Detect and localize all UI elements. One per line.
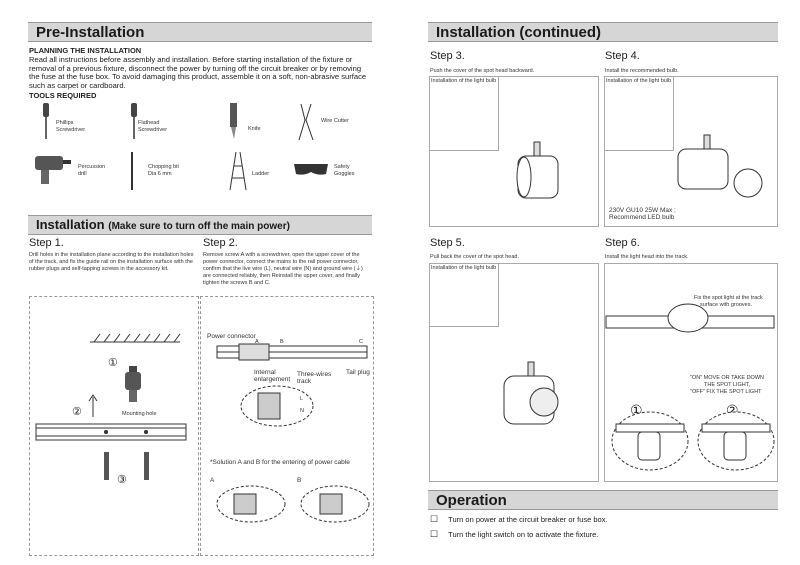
tool-label-knife: Knife xyxy=(248,126,261,132)
planning-text: Read all instructions before assembly an… xyxy=(29,55,367,90)
bulb-note-2: Recommend LED bulb xyxy=(609,214,675,221)
step3-inset-label: Installation of the light bulb xyxy=(431,78,497,84)
operation-title: Operation xyxy=(436,492,507,509)
step6-on-off-1: "ON" MOVE OR TAKE DOWN xyxy=(690,375,764,381)
tools-heading: TOOLS REQUIRED xyxy=(29,91,97,100)
wire-l-label: L xyxy=(300,396,304,402)
mark-2: ② xyxy=(72,406,82,418)
solution-a-label: A xyxy=(210,477,215,484)
step5-text: Pull back the cover of the spot head. xyxy=(430,254,519,260)
wire-n-label: N xyxy=(300,408,304,414)
step5-title: Step 5. xyxy=(430,237,465,249)
installation-subtitle: (Make sure to turn off the main power) xyxy=(108,221,290,232)
step6-note-2: surface with grooves. xyxy=(700,302,752,308)
step5-inset xyxy=(429,263,499,327)
step3-figure xyxy=(429,76,599,227)
installation-continued-header: Installation (continued) xyxy=(428,22,778,42)
drill-icon xyxy=(125,366,141,402)
label-a: A xyxy=(255,339,259,345)
phillips-screwdriver-icon xyxy=(43,103,49,139)
mounting-hole-label: Mounting hole xyxy=(122,411,157,417)
step4-title: Step 4. xyxy=(605,50,640,62)
step4-spotlight xyxy=(677,134,763,198)
tool-label-ladder: Ladder xyxy=(252,171,270,177)
installation-continued-title: Installation (continued) xyxy=(436,24,601,41)
checkbox-icon: ☐ xyxy=(430,529,439,539)
solution-b-label: B xyxy=(297,477,302,484)
ladder-icon xyxy=(229,151,247,191)
screw-icons xyxy=(104,452,149,480)
step6-detail-2 xyxy=(697,411,775,471)
track-rail-2 xyxy=(216,343,368,361)
solution-b-diagram xyxy=(300,485,370,523)
pre-installation-header: Pre-Installation xyxy=(28,22,372,42)
tail-plug-label: Tail plug xyxy=(346,369,370,376)
step3-title: Step 3. xyxy=(430,50,465,62)
operation-item-text: Turn on power at the circuit breaker or … xyxy=(448,515,608,524)
installation-title: Installation xyxy=(36,217,105,232)
step6-on-off-3: "OFF" FIX THE SPOT LIGHT xyxy=(690,389,762,395)
step5-figure xyxy=(429,263,599,482)
step3-spotlight xyxy=(516,141,559,199)
chopping-bit-icon xyxy=(131,152,133,190)
ceiling-hatch xyxy=(90,333,181,343)
step2-text: Remove screw A with a screwdriver, open … xyxy=(203,252,363,286)
safety-goggles-icon xyxy=(294,164,328,175)
step4-inset-label: Installation of the light bulb xyxy=(606,78,672,84)
three-wires-label: Three-wires track xyxy=(297,371,332,385)
tool-label-percussion-drill: Percussion drill xyxy=(78,164,106,177)
step6-detail-1 xyxy=(611,411,689,471)
internal-enlargement-label: Internal enlargement xyxy=(254,369,291,383)
tool-label-chopping-bit: Chopping bit Dia 6 mm xyxy=(148,164,179,177)
step4-text: Install the recommended bulb. xyxy=(605,68,679,74)
step6-text: Install the light head into the track. xyxy=(605,254,689,260)
step6-track xyxy=(605,303,775,333)
step3-inset xyxy=(429,76,499,151)
tool-label-phillips: Phillips Screwdriver xyxy=(56,120,86,133)
step5-spotlight xyxy=(503,361,559,425)
step5-inset-label: Installation of the light bulb xyxy=(431,265,497,271)
planning-heading: PLANNING THE INSTALLATION xyxy=(29,46,142,55)
tool-label-safety-goggles: Safety Goggles xyxy=(334,164,355,177)
step3-text: Push the cover of the spot head backward… xyxy=(430,68,535,74)
step6-on-off-2: THE SPOT LIGHT, xyxy=(704,382,751,388)
checkbox-icon: ☐ xyxy=(430,514,439,524)
solution-a-diagram xyxy=(216,485,286,523)
mark-1: ① xyxy=(108,357,118,369)
step4-figure xyxy=(604,76,778,227)
wire-cutter-icon xyxy=(298,103,314,141)
up-arrow-icon xyxy=(88,394,98,417)
step1-figure xyxy=(29,296,199,556)
label-b: B xyxy=(280,339,284,345)
step1-title: Step 1. xyxy=(29,237,64,249)
step4-inset xyxy=(604,76,674,151)
installation-header: Installation (Make sure to turn off the … xyxy=(28,215,372,235)
step2-title: Step 2. xyxy=(203,237,238,249)
operation-item-text: Turn the light switch on to activate the… xyxy=(448,530,599,539)
percussion-drill-icon xyxy=(35,156,71,184)
power-connector-label: Power connector xyxy=(207,333,256,340)
solution-note: *Solution A and B for the entering of po… xyxy=(210,459,350,466)
label-c: C xyxy=(359,339,363,345)
step6-note-1: Fix the spot light at the track xyxy=(694,295,763,301)
operation-item-1: ☐ Turn on power at the circuit breaker o… xyxy=(430,515,608,525)
step1-text: Drill holes in the installation plane ac… xyxy=(29,252,194,272)
step6-figure xyxy=(604,263,778,482)
bulb-note-1: 230V GU10 25W Max ; xyxy=(609,207,676,214)
tool-label-flathead: Flathead Screwdriver xyxy=(138,120,168,133)
step2-figure xyxy=(200,296,374,556)
connector-enlargement xyxy=(240,385,314,427)
pre-installation-title: Pre-Installation xyxy=(36,24,145,41)
operation-header: Operation xyxy=(428,490,778,510)
knife-icon xyxy=(230,103,237,139)
operation-item-2: ☐ Turn the light switch on to activate t… xyxy=(430,530,598,540)
flathead-screwdriver-icon xyxy=(131,103,137,139)
mark-3: ③ xyxy=(117,474,127,486)
track-rail-1 xyxy=(35,423,187,441)
tool-label-wire-cutter: Wire Cutter xyxy=(321,118,349,124)
step6-title: Step 6. xyxy=(605,237,640,249)
